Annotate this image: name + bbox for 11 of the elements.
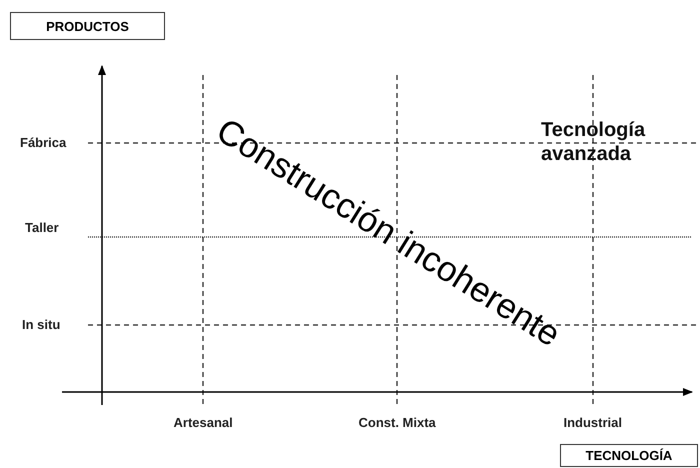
axis-tick-label: Taller <box>25 220 59 235</box>
axis-title: TECNOLOGÍA <box>586 448 672 463</box>
axis-tick-label: Industrial <box>564 415 622 430</box>
axis-tick-label: Fábrica <box>20 135 66 150</box>
region-label: Tecnología avanzada <box>541 118 646 166</box>
axis-tick-label: In situ <box>22 317 60 332</box>
axis-title-box <box>10 12 165 40</box>
axis-title: PRODUCTOS <box>46 18 129 34</box>
axis-tick-label: Artesanal <box>174 415 233 430</box>
axis-tick-label: Const. Mixta <box>358 415 436 430</box>
axis-title-box <box>560 444 698 467</box>
